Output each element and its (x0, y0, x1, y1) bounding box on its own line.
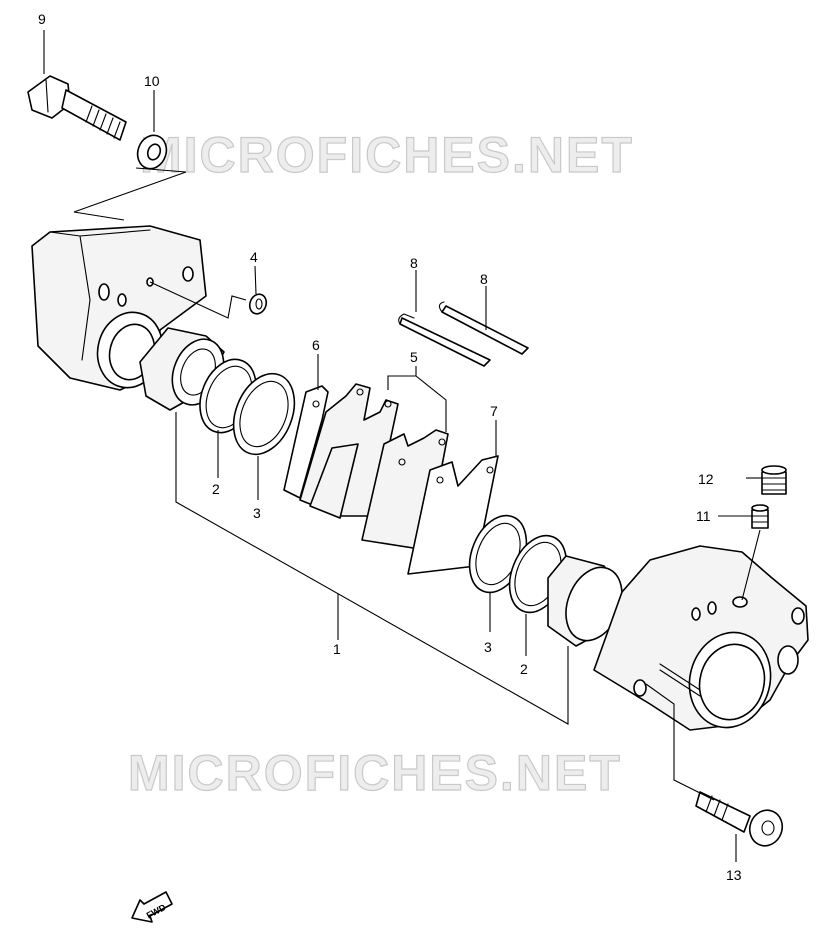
part-9-bolt[interactable] (27, 75, 127, 141)
leader-5 (387, 366, 447, 432)
part-12-bleeder-cap[interactable] (761, 465, 787, 495)
part-1-piston-right[interactable] (547, 555, 632, 649)
callout-5: 5 (410, 349, 418, 365)
caliper-right-half[interactable] (593, 545, 809, 737)
callout-11: 11 (696, 508, 711, 524)
callout-3b: 3 (484, 639, 492, 655)
callout-9: 9 (38, 11, 46, 27)
leader-10 (73, 167, 187, 221)
callout-10: 10 (144, 73, 160, 89)
callout-8b: 8 (480, 271, 488, 287)
part-11-bleeder-valve[interactable] (751, 504, 769, 529)
callout-7: 7 (490, 403, 498, 419)
part-13-bolt[interactable] (695, 791, 787, 850)
callout-2b: 2 (520, 661, 528, 677)
callout-6: 6 (312, 337, 320, 353)
callout-8a: 8 (410, 255, 418, 271)
part-10-washer[interactable] (133, 131, 171, 173)
callout-4: 4 (250, 249, 258, 265)
callout-3a: 3 (253, 505, 261, 521)
part-4-bleeder-cap[interactable] (247, 292, 269, 316)
callout-12: 12 (698, 471, 714, 487)
callout-1: 1 (333, 641, 341, 657)
leader-13-path (645, 683, 715, 801)
part-8-pad-pin-a[interactable] (398, 313, 491, 367)
part-3-seal-left[interactable] (222, 365, 305, 464)
callout-13: 13 (726, 867, 742, 883)
watermark-bottom: MICROFICHES.NET (128, 745, 622, 801)
callout-2a: 2 (212, 481, 220, 497)
leader-11 (741, 529, 761, 601)
fwd-arrow-icon: FWD (131, 891, 173, 923)
watermark-top: MICROFICHES.NET (140, 127, 634, 183)
leader-4-label (254, 265, 257, 295)
leader-4 (149, 281, 247, 319)
leader-1-bracket (175, 412, 569, 725)
part-8-pad-pin-b[interactable] (438, 301, 529, 355)
